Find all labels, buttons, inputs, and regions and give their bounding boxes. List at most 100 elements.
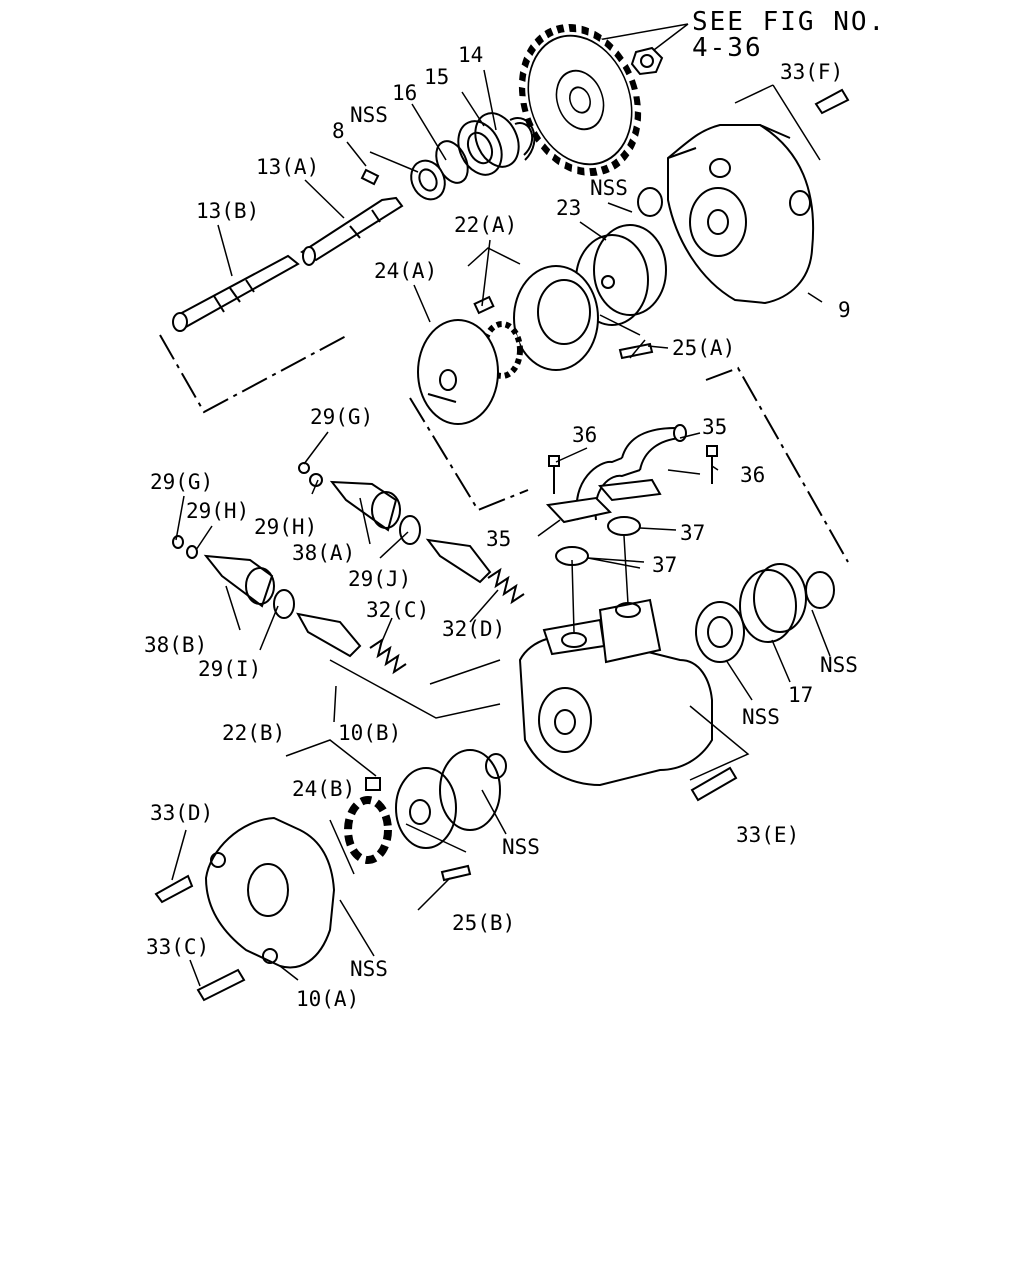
pipe-leaders <box>587 469 701 563</box>
o-ring-29j <box>399 515 421 545</box>
valve-10b-leader <box>329 659 501 719</box>
o-ring-29g-lower <box>172 535 184 549</box>
o-ring-nss-cover <box>637 187 663 217</box>
snap-ring-14 <box>509 117 536 161</box>
label-8: 8 <box>332 119 345 143</box>
label-36-left: 36 <box>572 423 597 447</box>
key-22b <box>365 777 381 791</box>
label-22a: 22(A) <box>454 213 517 237</box>
cover-10a <box>204 816 336 969</box>
callout-leaders <box>171 69 831 987</box>
label-33f: 33(F) <box>780 60 843 84</box>
bearing-15 <box>457 112 520 176</box>
label-35-lower: 35 <box>486 527 511 551</box>
label-33d: 33(D) <box>150 801 213 825</box>
valve-38a <box>329 480 401 532</box>
bolt-33d <box>154 874 194 904</box>
spring-32d <box>487 567 525 605</box>
gasket-nss-lower <box>439 749 501 831</box>
label-nss-4: NSS <box>742 705 780 729</box>
label-37-lower: 37 <box>652 553 677 577</box>
label-25a: 25(A) <box>672 336 735 360</box>
key-22a <box>473 295 495 315</box>
o-ring-29g-upper <box>298 462 310 474</box>
pin-25a-leader <box>599 314 646 359</box>
label-29g-lower: 29(G) <box>150 470 213 494</box>
label-33e: 33(E) <box>736 823 799 847</box>
label-10b: 10(B) <box>338 721 401 745</box>
housing-pipe-leaders <box>571 535 629 633</box>
valve-38b <box>203 554 275 608</box>
seal-nss-upper <box>410 159 446 201</box>
label-10a: 10(A) <box>296 987 359 1011</box>
label-29i: 29(I) <box>198 657 261 681</box>
rotor-a-bracket <box>409 397 529 512</box>
bolt-33e <box>690 766 738 802</box>
shaft-13b <box>172 254 300 332</box>
label-22b: 22(B) <box>222 721 285 745</box>
housing-bolt-leader <box>689 705 750 781</box>
label-13b: 13(B) <box>196 199 259 223</box>
plate-17 <box>739 563 807 643</box>
pin-25b-leader <box>405 823 467 853</box>
label-36-right: 36 <box>740 463 765 487</box>
label-24b: 24(B) <box>292 777 355 801</box>
label-38b: 38(B) <box>144 633 207 657</box>
label-25b: 25(B) <box>452 911 515 935</box>
label-32c: 32(C) <box>366 598 429 622</box>
cover-9 <box>667 124 815 305</box>
shaft-13a <box>300 196 404 266</box>
label-32d: 32(D) <box>442 617 505 641</box>
label-37-upper: 37 <box>680 521 705 545</box>
spring-32c <box>369 637 407 675</box>
o-ring-29i <box>273 589 295 619</box>
shaft-group-bracket <box>159 334 349 414</box>
label-33c: 33(C) <box>146 935 209 959</box>
reference-note-line1: SEE FIG NO. <box>692 7 886 37</box>
label-nss-3: NSS <box>820 653 858 677</box>
bolt-36-right <box>706 445 718 484</box>
label-24a: 24(A) <box>374 259 437 283</box>
label-16: 16 <box>392 81 417 105</box>
bolt-33f-leader <box>734 84 821 161</box>
label-29h-lower: 29(H) <box>186 499 249 523</box>
label-29g-upper: 29(G) <box>310 405 373 429</box>
reference-note-line2: 4-36 <box>692 33 763 63</box>
label-nss-6: NSS <box>350 957 388 981</box>
pump-housing <box>518 598 713 787</box>
pipe-35 <box>545 424 687 524</box>
label-38a: 38(A) <box>292 541 355 565</box>
label-17: 17 <box>788 683 813 707</box>
plate-24a <box>417 319 499 425</box>
rotor-24b <box>344 796 392 864</box>
o-ring-37-upper <box>607 516 641 536</box>
o-ring-nss-rear <box>805 571 835 609</box>
label-35-upper: 35 <box>702 415 727 439</box>
rear-bracket <box>705 366 849 563</box>
o-ring-29h-lower <box>186 545 198 559</box>
label-23: 23 <box>556 196 581 220</box>
plate-nss-lower <box>395 767 457 849</box>
gear-nut <box>630 46 664 76</box>
label-nss-2: NSS <box>590 176 628 200</box>
valve-10b-lower <box>296 612 362 658</box>
drive-gear <box>518 24 642 176</box>
bolt-33c <box>196 968 246 1002</box>
o-ring-nss-lower <box>485 753 507 779</box>
label-nss-1: NSS <box>350 103 388 127</box>
bearing-nss <box>695 601 745 663</box>
label-29h-upper: 29(H) <box>254 515 317 539</box>
rotor-22b-leader <box>285 739 377 777</box>
label-nss-5: NSS <box>502 835 540 859</box>
valve-10b-upper <box>425 538 492 584</box>
label-29j: 29(J) <box>348 567 411 591</box>
label-14: 14 <box>458 43 483 67</box>
rotor-22a-leader <box>467 247 521 267</box>
label-13a: 13(A) <box>256 155 319 179</box>
label-9: 9 <box>838 298 851 322</box>
label-15: 15 <box>424 65 449 89</box>
key-8 <box>360 168 380 186</box>
pin-25b <box>440 864 472 882</box>
